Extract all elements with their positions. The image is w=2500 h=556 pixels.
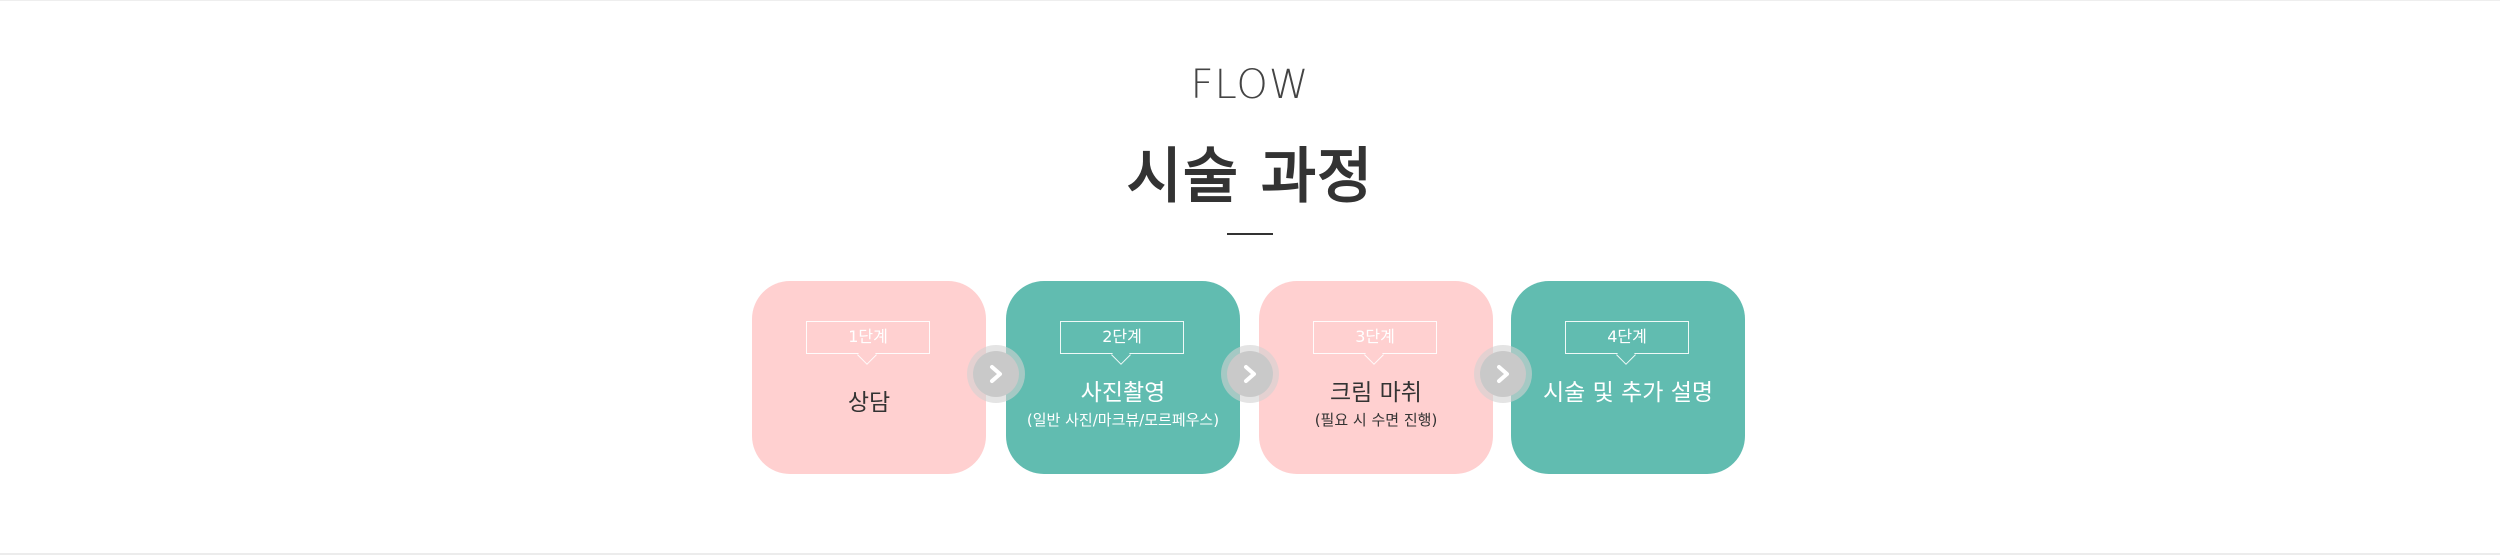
chevron-right-icon (1480, 351, 1526, 397)
step-title: 상담 (847, 390, 891, 416)
top-divider (0, 0, 2500, 1)
section-eyebrow: FLOW (1190, 62, 1310, 108)
step-title: 사진촬영 (1080, 380, 1166, 406)
step-card-1: 1단계 상담 (752, 281, 986, 474)
step-badge: 3단계 (1313, 321, 1437, 354)
chevron-right-icon (1227, 351, 1273, 397)
step-arrow-1 (967, 345, 1025, 403)
page-title: 시술 과정 (1126, 142, 1374, 212)
step-badge: 4단계 (1565, 321, 1689, 354)
step-card-3: 3단계 크림 마취 (필요 시 수면 진행) (1259, 281, 1493, 474)
step-title: 크림 마취 (1330, 380, 1422, 406)
step-arrow-3 (1474, 345, 1532, 403)
step-card-4: 4단계 시술 및 추가 설명 (1511, 281, 1745, 474)
flow-steps: 1단계 상담 2단계 사진촬영 (일반 사진/마크뷰/모르페우스) 3단계 크림… (752, 281, 1745, 474)
step-title: 시술 및 추가 설명 (1542, 380, 1714, 406)
step-arrow-2 (1221, 345, 1279, 403)
step-card-2: 2단계 사진촬영 (일반 사진/마크뷰/모르페우스) (1006, 281, 1240, 474)
step-subtitle: (필요 시 수면 진행) (1314, 411, 1438, 429)
step-badge: 2단계 (1060, 321, 1184, 354)
step-badge: 1단계 (806, 321, 930, 354)
bottom-divider (0, 553, 2500, 555)
step-subtitle: (일반 사진/마크뷰/모르페우스) (1026, 411, 1220, 429)
title-divider (1227, 233, 1273, 235)
chevron-right-icon (973, 351, 1019, 397)
